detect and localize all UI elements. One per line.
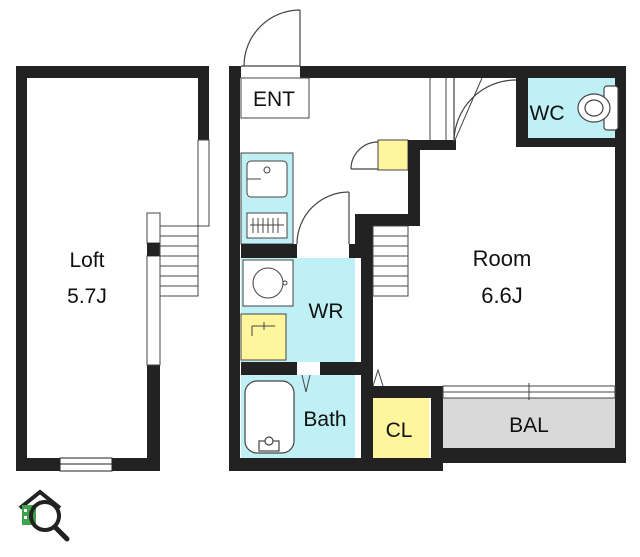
cl-label: CL	[386, 419, 413, 442]
loft-size: 5.7J	[67, 285, 107, 308]
room-label: Room	[473, 246, 532, 271]
bal-label: BAL	[509, 414, 549, 437]
balcony-window	[442, 383, 616, 400]
stairs-icon	[429, 77, 483, 141]
balcony	[441, 398, 615, 448]
ent-label: ENT	[253, 88, 295, 111]
toilet-icon	[577, 85, 619, 131]
door-icon	[296, 191, 350, 245]
wc-label: WC	[530, 102, 565, 125]
wr-label: WR	[309, 300, 344, 323]
stove-icon	[246, 212, 288, 239]
washbasin-icon	[240, 313, 287, 361]
stairs-icon	[372, 225, 409, 297]
door-icon	[453, 78, 517, 143]
main-unit: ENT	[229, 9, 626, 471]
sink-icon	[246, 160, 288, 198]
room-size: 6.6J	[481, 283, 523, 308]
bathtub-icon	[244, 380, 295, 454]
loft-label: Loft	[69, 249, 104, 272]
bath-label: Bath	[303, 408, 346, 431]
washing-machine-icon	[242, 259, 294, 307]
door-icon	[241, 9, 301, 67]
logo-house-magnifier-icon	[14, 485, 72, 543]
small-storage	[377, 139, 409, 171]
stairs-icon	[159, 225, 199, 297]
ent-box	[240, 77, 310, 119]
door-icon	[350, 141, 379, 170]
closet	[373, 398, 429, 458]
loft-area: Loft 5.7J	[16, 66, 210, 472]
